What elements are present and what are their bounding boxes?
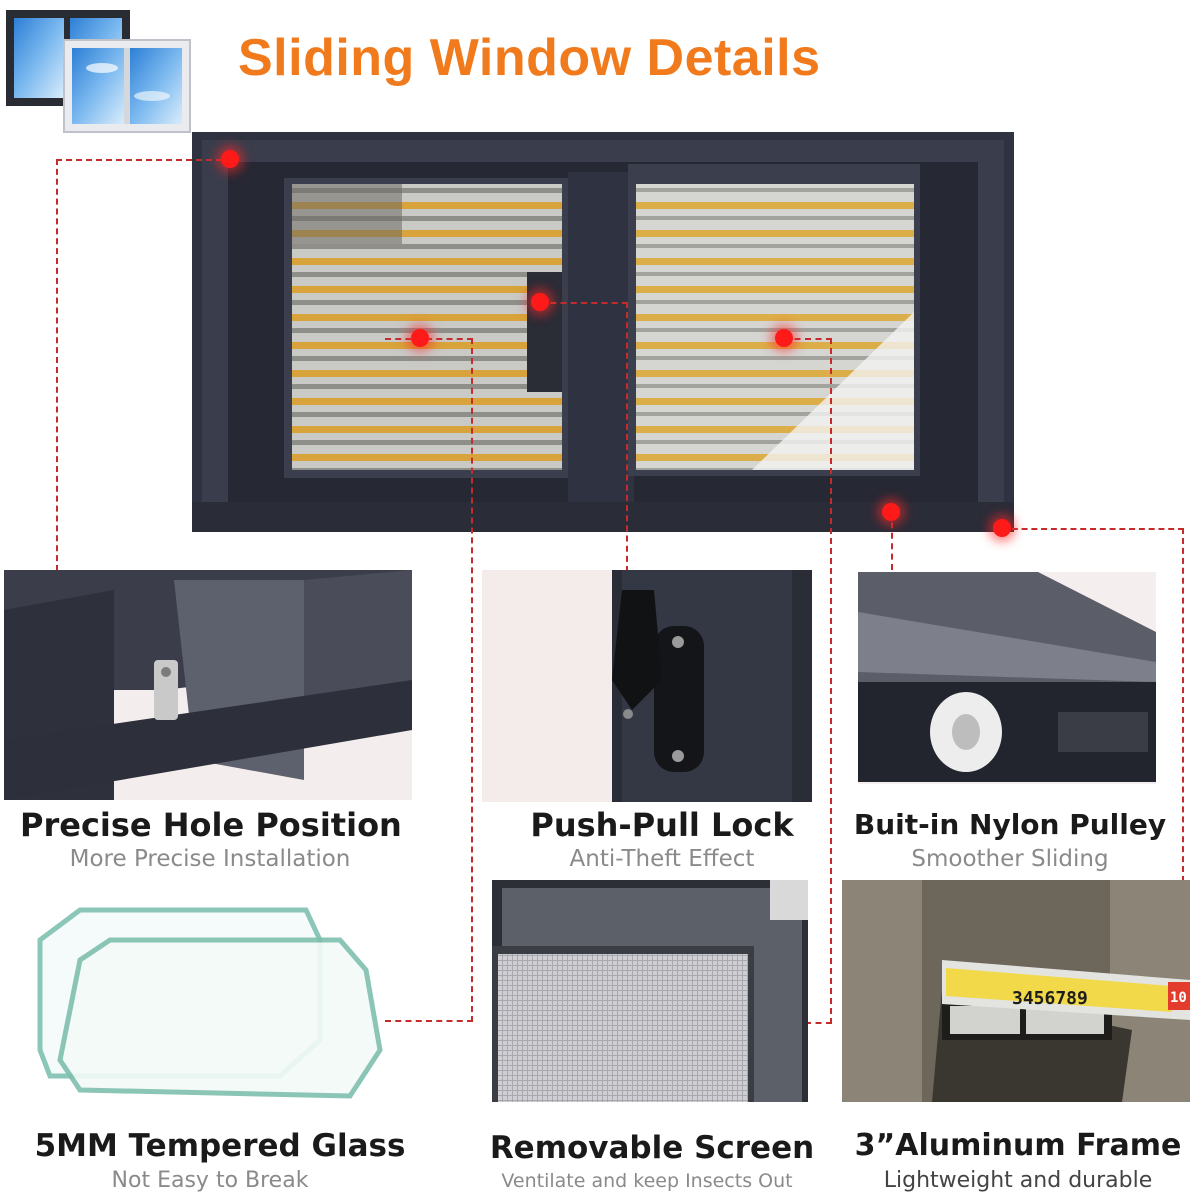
tape-end-digits: 10 <box>1170 990 1187 1006</box>
feature-title-hole-position: Precise Hole Position <box>20 806 402 844</box>
nylon-pulley-photo <box>858 572 1156 784</box>
tape-digits: 3456789 <box>1012 988 1088 1009</box>
marker-dot-glass <box>411 329 429 347</box>
feature-subtitle-pulley: Smoother Sliding <box>911 846 1109 872</box>
leader-hole-position <box>56 159 232 571</box>
aluminum-frame-photo: 3456789 10 <box>842 880 1190 1102</box>
page-title: Sliding Window Details <box>238 29 821 87</box>
leader-lock <box>540 302 628 572</box>
feature-subtitle-hole-position: More Precise Installation <box>69 846 351 872</box>
leader-pulley <box>891 512 893 570</box>
feature-subtitle-lock: Anti-Theft Effect <box>569 846 755 872</box>
tempered-glass-photo <box>37 907 383 1099</box>
feature-subtitle-screen: Ventilate and keep Insects Out <box>501 1170 793 1192</box>
removable-screen-photo <box>492 880 808 1102</box>
feature-subtitle-glass: Not Easy to Break <box>111 1168 309 1193</box>
feature-title-frame: 3”Aluminum Frame <box>854 1128 1182 1163</box>
marker-dot-lock <box>531 293 549 311</box>
feature-subtitle-frame: Lightweight and durable <box>883 1168 1153 1193</box>
leader-screen <box>784 338 832 1024</box>
feature-title-glass: 5MM Tempered Glass <box>34 1128 406 1164</box>
leader-glass <box>385 338 473 1022</box>
sliding-window-image <box>192 132 1014 532</box>
two-windows-icon <box>6 10 191 133</box>
push-pull-lock-photo <box>482 570 812 802</box>
leader-frame <box>1002 528 1184 882</box>
feature-title-screen: Removable Screen <box>489 1130 815 1166</box>
feature-title-pulley: Buit-in Nylon Pulley <box>853 808 1167 841</box>
marker-dot-screen <box>775 329 793 347</box>
marker-dot-pulley <box>882 503 900 521</box>
hole-position-photo <box>4 570 412 800</box>
marker-dot-frame-corner <box>221 150 239 168</box>
feature-title-lock: Push-Pull Lock <box>530 806 794 844</box>
marker-dot-frame <box>993 519 1011 537</box>
